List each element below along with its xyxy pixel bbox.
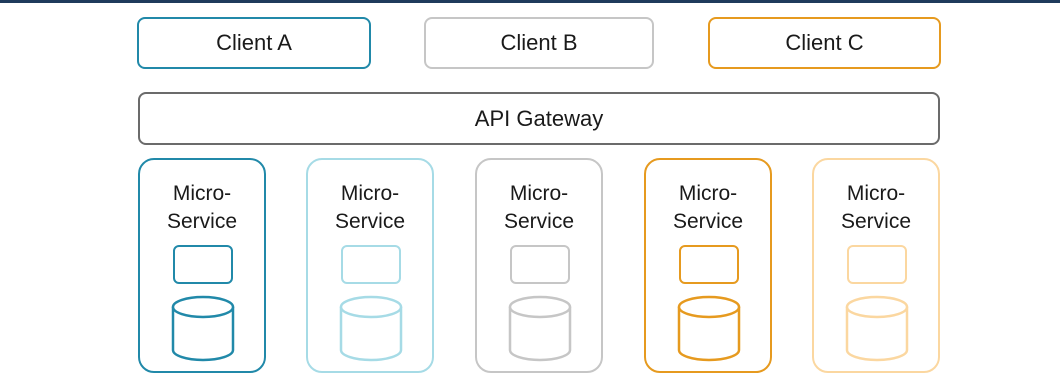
microservice-label-line2: Service bbox=[334, 210, 406, 233]
microservice-5: Micro- Service bbox=[812, 158, 940, 373]
database-icon bbox=[508, 295, 572, 362]
microservice-label-line1: Micro- bbox=[846, 182, 906, 205]
database-icon bbox=[171, 295, 235, 362]
database-icon bbox=[339, 295, 403, 362]
api-gateway-box: API Gateway bbox=[138, 92, 940, 145]
client-a-label: Client A bbox=[216, 30, 292, 55]
microservice-2: Micro- Service bbox=[306, 158, 434, 373]
microservice-label-line2: Service bbox=[840, 210, 912, 233]
microservice-label: Micro- Service bbox=[140, 180, 264, 236]
client-a-box: Client A bbox=[137, 17, 371, 69]
client-c-label: Client C bbox=[785, 30, 864, 55]
microservice-label-line1: Micro- bbox=[340, 182, 400, 205]
service-component-box bbox=[847, 245, 907, 284]
service-component-box bbox=[679, 245, 739, 284]
microservice-label-line1: Micro- bbox=[509, 182, 569, 205]
microservice-label-line2: Service bbox=[672, 210, 744, 233]
service-component-box bbox=[173, 245, 233, 284]
microservice-label-line2: Service bbox=[166, 210, 238, 233]
microservice-3: Micro- Service bbox=[475, 158, 603, 373]
microservice-4: Micro- Service bbox=[644, 158, 772, 373]
microservice-label: Micro- Service bbox=[814, 180, 938, 236]
client-b-box: Client B bbox=[424, 17, 654, 69]
microservice-label-line1: Micro- bbox=[172, 182, 232, 205]
database-icon bbox=[845, 295, 909, 362]
microservice-label: Micro- Service bbox=[477, 180, 601, 236]
microservice-1: Micro- Service bbox=[138, 158, 266, 373]
microservice-label-line1: Micro- bbox=[678, 182, 738, 205]
client-b-label: Client B bbox=[500, 30, 578, 55]
client-c-box: Client C bbox=[708, 17, 941, 69]
service-component-box bbox=[510, 245, 570, 284]
microservice-label: Micro- Service bbox=[646, 180, 770, 236]
database-icon bbox=[677, 295, 741, 362]
microservice-label-line2: Service bbox=[503, 210, 575, 233]
api-gateway-label: API Gateway bbox=[474, 105, 604, 131]
top-rule bbox=[0, 0, 1060, 3]
service-component-box bbox=[341, 245, 401, 284]
microservice-label: Micro- Service bbox=[308, 180, 432, 236]
